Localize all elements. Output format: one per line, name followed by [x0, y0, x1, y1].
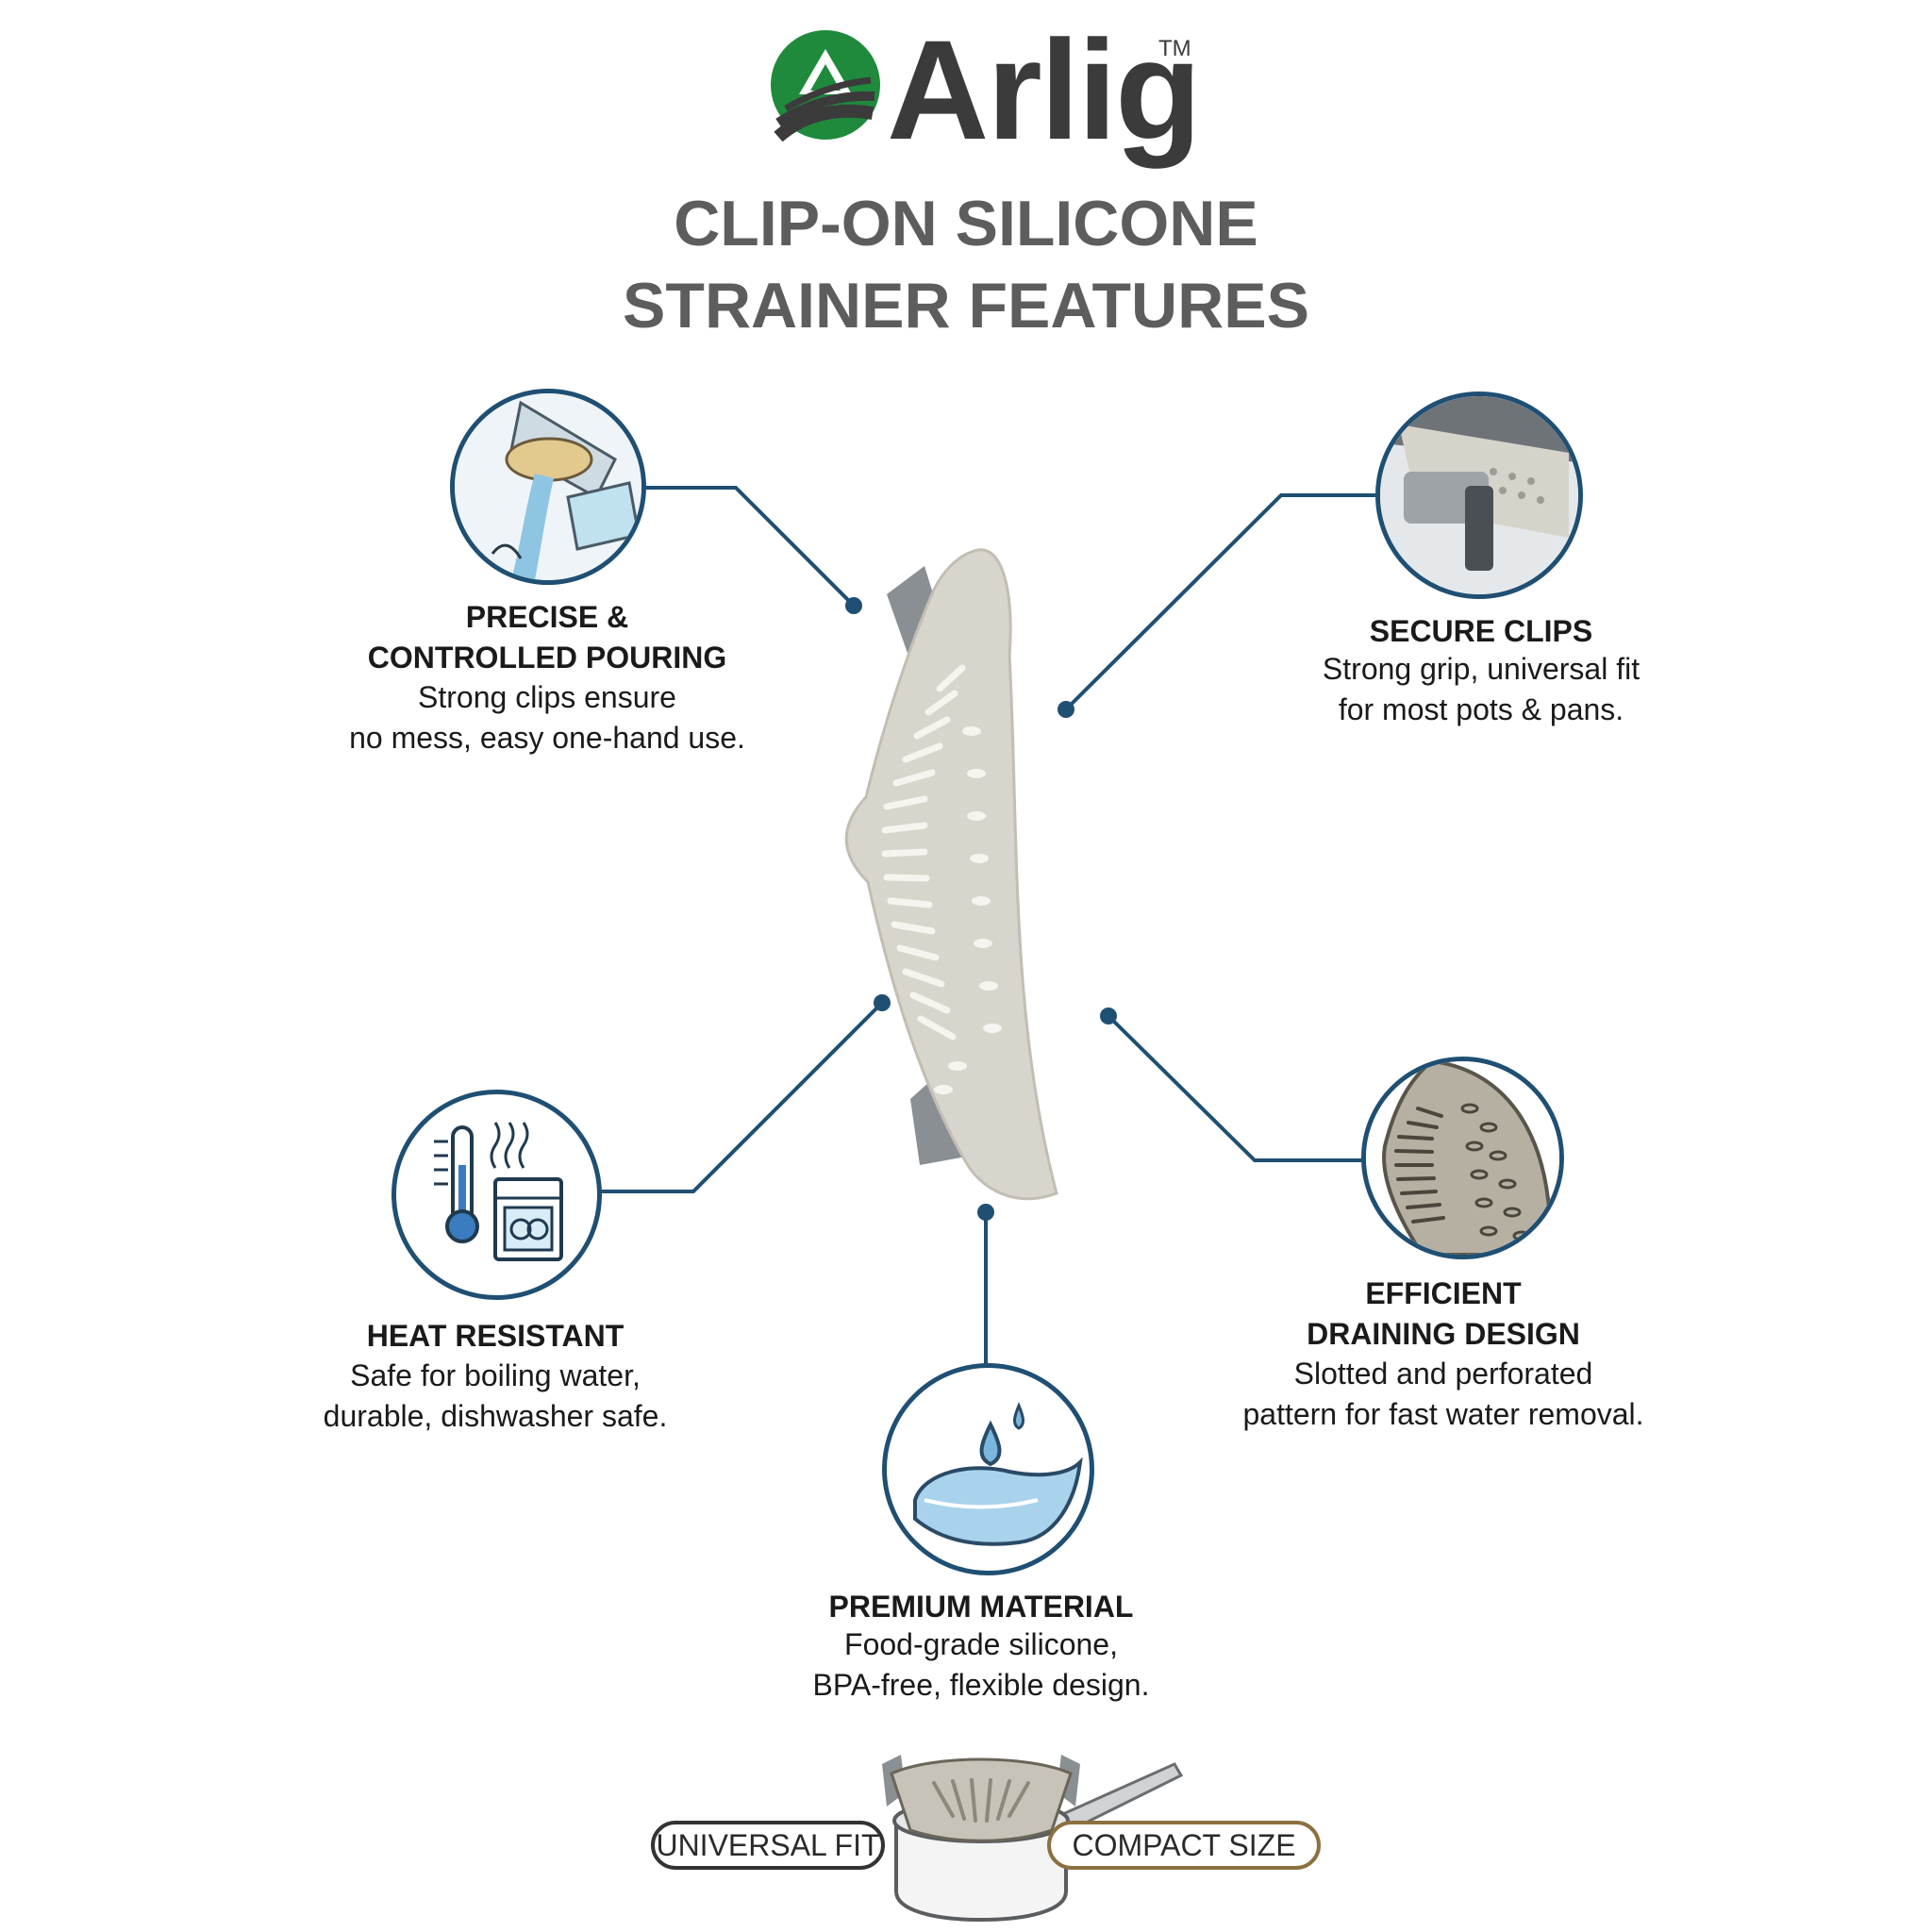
compact-size-label: COMPACT SIZE: [1047, 1821, 1321, 1870]
universal-fit-label: UNIVERSAL FIT: [651, 1821, 885, 1870]
feature-pouring-heading-1: PRECISE &: [465, 600, 629, 634]
feature-heat-desc-1: Safe for boiling water,: [350, 1358, 641, 1392]
feature-pouring-heading-2: CONTROLLED POURING: [367, 641, 727, 675]
feature-draining-desc-2: pattern for fast water removal.: [1242, 1397, 1644, 1431]
clip-icon-circle: [1375, 391, 1583, 599]
feature-heat-desc-2: durable, dishwasher safe.: [323, 1399, 668, 1433]
strainer-product-image: [844, 548, 1058, 1201]
page-title-line2: STRAINER FEATURES: [623, 270, 1309, 341]
feature-clips-heading: SECURE CLIPS: [1369, 614, 1593, 648]
feature-heat-heading: HEAT RESISTANT: [366, 1319, 625, 1353]
pouring-icon: [455, 393, 641, 580]
page-title-line1: CLIP-ON SILICONE: [674, 188, 1258, 259]
arlig-logo-icon: [771, 30, 880, 142]
thermometer-dishwasher-icon: [434, 1122, 563, 1261]
feature-clips-desc-2: for most pots & pans.: [1338, 692, 1624, 726]
feature-draining-heading-1: EFFICIENT: [1365, 1276, 1522, 1310]
feature-material-desc-1: Food-grade silicone,: [844, 1627, 1118, 1661]
feature-pouring-desc-1: Strong clips ensure: [418, 680, 676, 714]
feature-draining-desc-1: Slotted and perforated: [1293, 1357, 1593, 1391]
material-icon-circle: [882, 1363, 1094, 1575]
pouring-icon-circle: [450, 389, 646, 585]
trademark-symbol: TM: [1158, 36, 1191, 61]
feature-material-desc-2: BPA-free, flexible design.: [812, 1668, 1150, 1702]
perforated-pattern-icon: [1366, 1061, 1559, 1255]
feature-clips-desc-1: Strong grip, universal fit: [1322, 652, 1641, 686]
water-drop-silicone-icon: [913, 1402, 1083, 1546]
feature-draining-heading-2: DRAINING DESIGN: [1307, 1317, 1580, 1351]
pot-with-strainer-image: [882, 1755, 1184, 1923]
heat-icon-circle: [391, 1090, 602, 1300]
feature-material-heading: PREMIUM MATERIAL: [828, 1590, 1134, 1624]
brand-name: Arlig: [887, 10, 1202, 169]
feature-pouring-desc-2: no mess, easy one-hand use.: [349, 721, 745, 755]
draining-icon-circle: [1361, 1057, 1564, 1259]
clip-icon: [1380, 396, 1578, 594]
